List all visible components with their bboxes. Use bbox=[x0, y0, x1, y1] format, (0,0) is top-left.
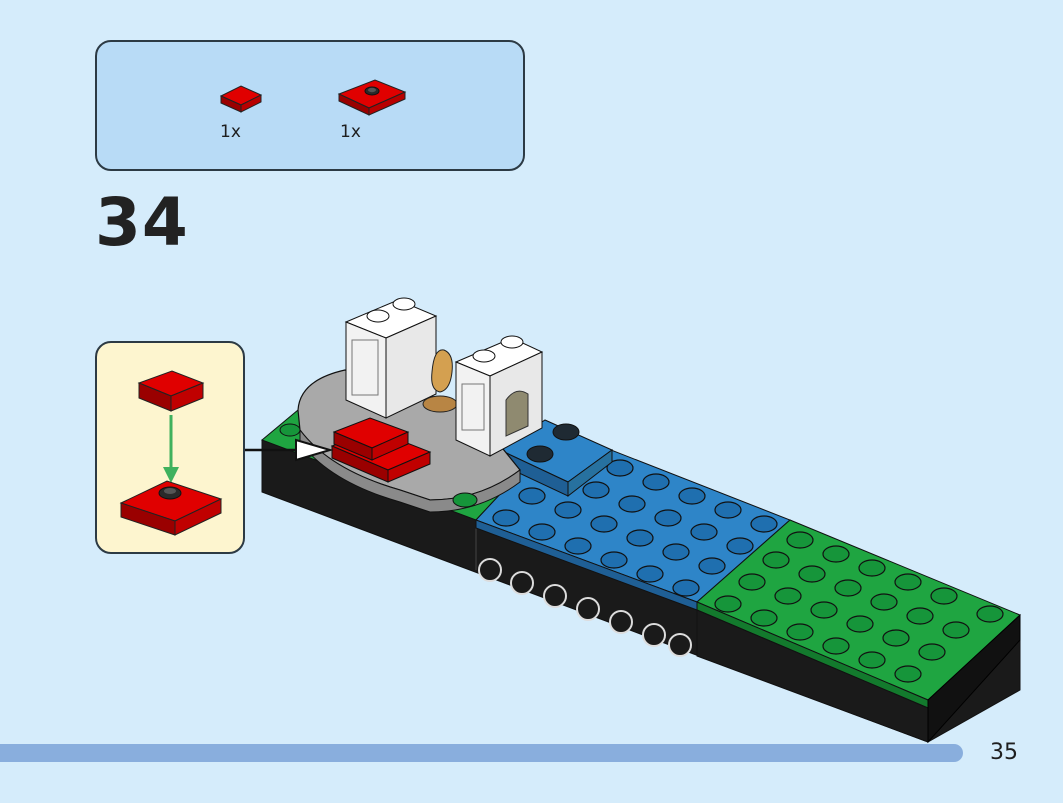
red-plate-icon bbox=[330, 417, 432, 483]
part-count: 1x bbox=[220, 122, 241, 142]
black-arrow-icon bbox=[245, 438, 334, 462]
parts-list-box: 1x 1x bbox=[95, 40, 525, 171]
step-number: 34 bbox=[95, 184, 189, 261]
red-jumper-plate-icon bbox=[119, 480, 223, 536]
red-jumper-plate-icon bbox=[337, 79, 407, 116]
page-number: 35 bbox=[990, 740, 1018, 765]
callout-illustration bbox=[119, 370, 223, 536]
progress-bar bbox=[0, 744, 963, 762]
red-plate-icon bbox=[137, 370, 205, 412]
green-arrow-icon bbox=[163, 415, 179, 483]
red-plate-1x2-icon bbox=[219, 85, 263, 113]
part-count: 1x bbox=[340, 122, 361, 142]
sub-assembly-callout bbox=[95, 341, 245, 554]
